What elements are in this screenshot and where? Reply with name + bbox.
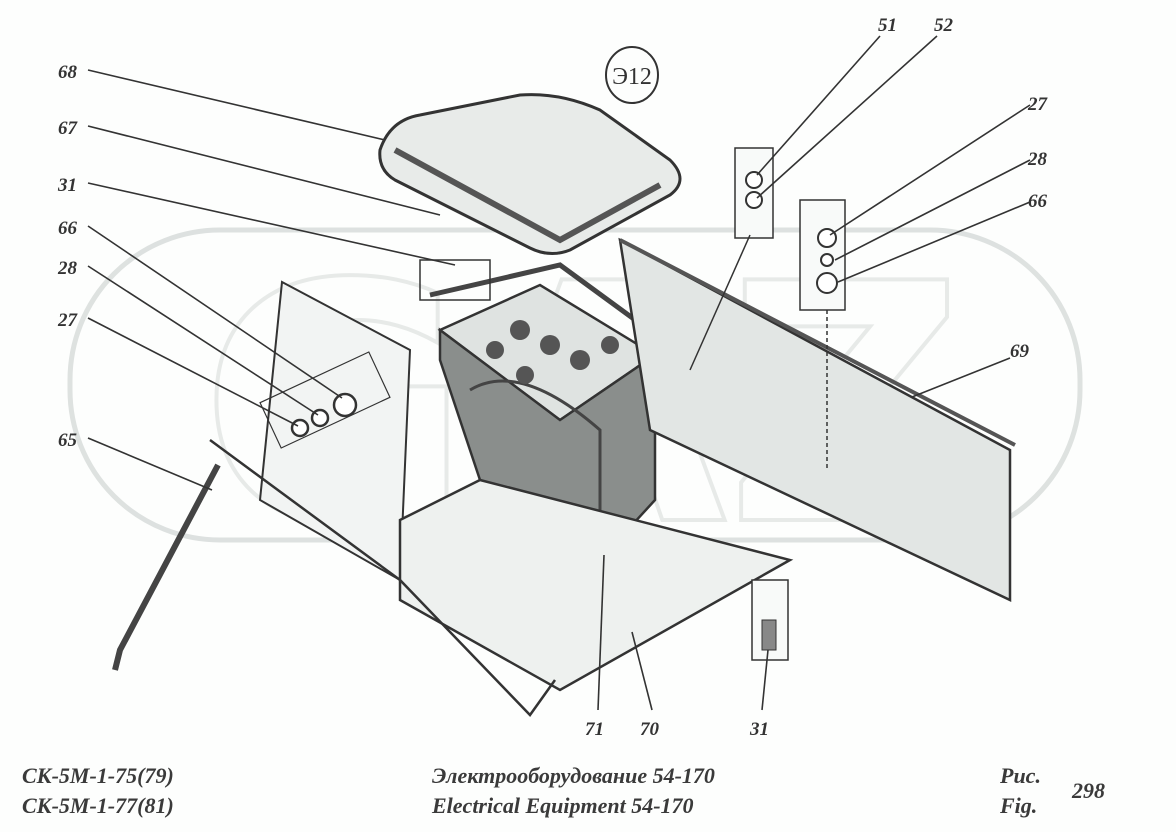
- callout-28: 28: [1027, 149, 1048, 170]
- callout-70: 70: [640, 719, 660, 740]
- figure-badge: Э12: [605, 46, 659, 104]
- washers-left: [290, 392, 358, 438]
- model-line-1: СК-5М-1-75(79): [22, 763, 174, 788]
- support-beam: [618, 237, 1016, 602]
- callout-52: 52: [934, 15, 954, 36]
- callout-labels: 68 67 31 66 28 27 65 51 52 27 28 66 69 7…: [57, 15, 1049, 740]
- battery-tray: [398, 478, 794, 692]
- title-ru: Электрооборудование 54-170: [432, 763, 715, 788]
- battery-lid: [378, 93, 682, 255]
- callout-67: 67: [58, 118, 79, 139]
- callout-65: 65: [58, 430, 78, 451]
- leader-lines: [87, 35, 1031, 711]
- rod: [112, 463, 221, 671]
- fig-number: 298: [1072, 778, 1105, 803]
- title-en: Electrical Equipment 54-170: [432, 793, 694, 818]
- callout-31: 31: [749, 719, 769, 740]
- model-line-2: СК-5М-1-77(81): [22, 793, 174, 818]
- callout-27: 27: [57, 310, 79, 331]
- svg-text:Э12: Э12: [612, 64, 652, 90]
- callout-66: 66: [1028, 191, 1048, 212]
- callout-66: 66: [58, 218, 78, 239]
- fig-label-en: Fig.: [1000, 793, 1038, 818]
- bolt-box: [419, 259, 491, 301]
- callout-71: 71: [585, 719, 604, 740]
- callout-28: 28: [57, 258, 78, 279]
- fig-label-ru: Рис.: [1000, 763, 1041, 788]
- callout-69: 69: [1010, 341, 1030, 362]
- callout-68: 68: [58, 62, 78, 83]
- callout-27: 27: [1027, 94, 1049, 115]
- callout-31: 31: [57, 175, 77, 196]
- callout-51: 51: [878, 15, 897, 36]
